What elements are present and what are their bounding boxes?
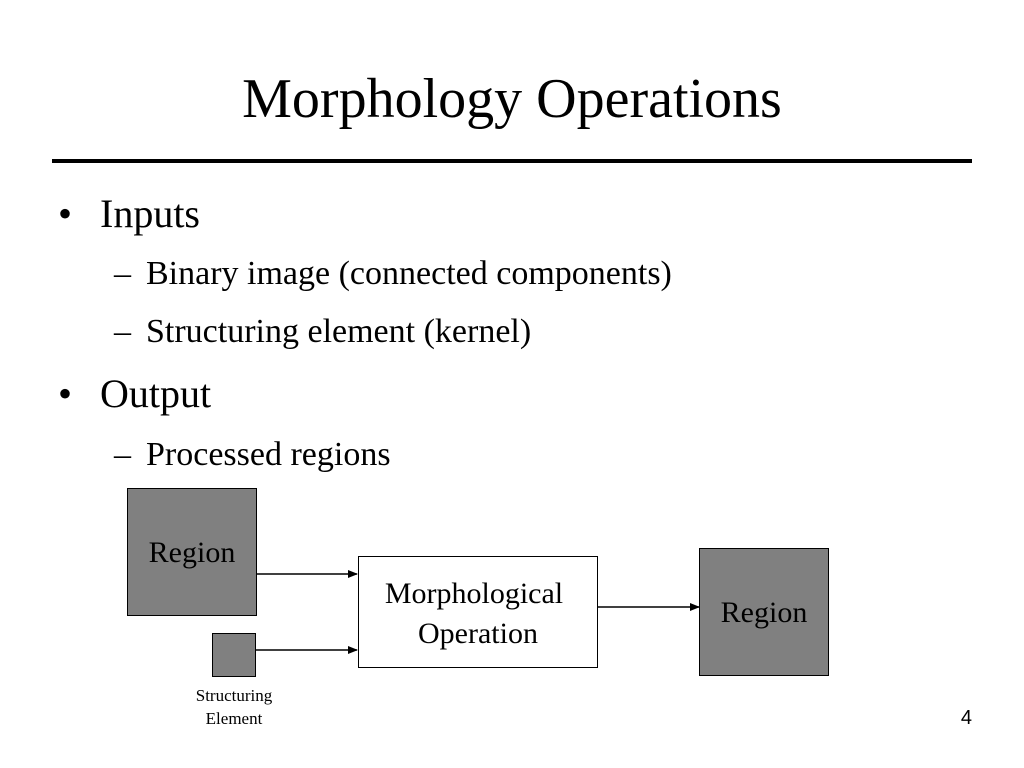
bullet-marker: •: [58, 371, 73, 416]
title-underline: [52, 159, 972, 163]
subbullet-text: Processed regions: [146, 436, 391, 473]
subbullet-processed-regions: – Processed regions: [114, 434, 391, 476]
dash-marker: –: [114, 313, 131, 350]
output-region-box: [699, 548, 829, 676]
page-number: 4: [960, 707, 972, 729]
operation-label-line2: Operation: [418, 617, 538, 650]
bullet-output: • Output: [58, 370, 212, 418]
input-region-label: Region: [148, 536, 236, 569]
bullet-text: Output: [100, 371, 212, 416]
slide-title: Morphology Operations: [242, 68, 782, 130]
bullet-inputs: • Inputs: [58, 190, 200, 238]
dash-marker: –: [114, 436, 131, 473]
structuring-element-label-line1: Structuring: [195, 686, 273, 705]
bullet-text: Inputs: [100, 191, 200, 236]
structuring-element-label-line2: Element: [205, 709, 263, 728]
subbullet-structuring-element: – Structuring element (kernel): [114, 311, 532, 353]
operation-label-line1: Morphological: [384, 577, 564, 610]
bullet-marker: •: [58, 191, 73, 236]
morphological-operation-box: [358, 556, 598, 668]
input-region-box: [127, 488, 257, 616]
output-region-label: Region: [720, 596, 808, 629]
subbullet-text: Structuring element (kernel): [146, 313, 532, 350]
subbullet-text: Binary image (connected components): [146, 255, 672, 292]
subbullet-binary-image: – Binary image (connected components): [114, 253, 672, 295]
dash-marker: –: [114, 255, 131, 292]
structuring-element-box: [212, 633, 256, 677]
